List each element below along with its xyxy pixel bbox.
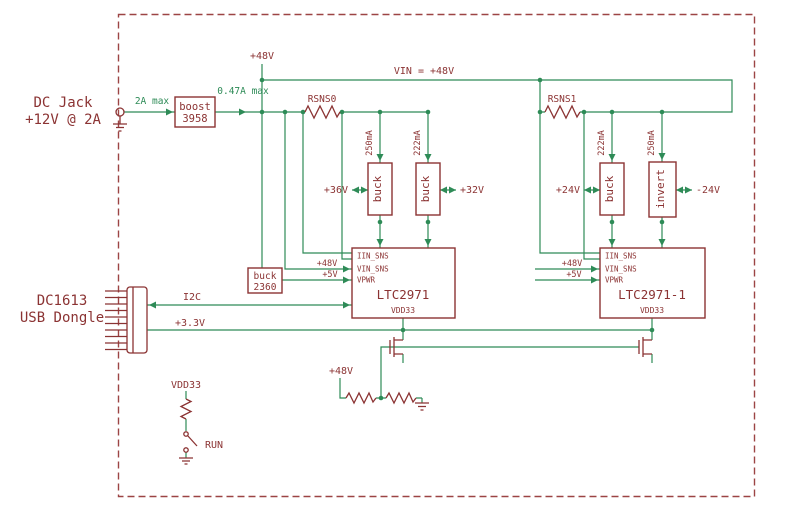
rail-3v3-label: +3.3V <box>175 318 205 329</box>
run-label: RUN <box>205 440 223 451</box>
junction-dots <box>259 77 665 401</box>
vin-rail-label: VIN = +48V <box>394 66 454 77</box>
boost-converter-box <box>174 96 216 128</box>
dongle-title-line1: DC1613 <box>37 293 88 309</box>
wire-stubs-right <box>535 268 600 281</box>
ltc2971-name: LTC2971 <box>377 287 430 302</box>
ltc2971-1-pin-iin-sns: IIN_SNS <box>605 252 637 261</box>
dc-jack-title-line2: +12V @ 2A <box>25 112 101 128</box>
bottom-48v-label: +48V <box>329 366 353 377</box>
rail-5v-stub-right: +5V <box>566 270 581 280</box>
out-32v-label: +32V <box>460 185 484 196</box>
aux-buck-part: 2360 <box>254 282 277 293</box>
ltc2971-pin-iin-sns: IIN_SNS <box>357 252 389 261</box>
rail-5v-stub-left: +5V <box>322 270 337 280</box>
ground-symbol <box>415 402 429 411</box>
ltc2971-1-name: LTC2971-1 <box>618 287 686 302</box>
ltc2971-1-pin-vpwr: VPWR <box>605 276 624 285</box>
mosfet-symbol-left <box>389 337 403 357</box>
rail-48v-flag: +48V <box>250 51 274 62</box>
ltc2971-vdd33-pin: VDD33 <box>391 306 415 315</box>
sense-resistor-rsns1 <box>544 104 581 120</box>
ltc2971-pin-vin-sns: VIN_SNS <box>357 265 389 274</box>
boost-name-label: boost <box>179 101 211 113</box>
buck-32v-box <box>415 162 441 216</box>
aux-buck-2360-box <box>247 267 283 294</box>
rsns0-label: RSNS0 <box>308 94 337 105</box>
dc-jack-symbol <box>113 107 127 132</box>
buck-24v-label: buck <box>603 175 616 202</box>
ltc2971-1-ic-box <box>599 247 706 319</box>
wire-comm-and-bottom <box>147 304 653 458</box>
current-222ma-right: 222mA <box>597 130 607 156</box>
ltc2971-1-pin-vin-sns: VIN_SNS <box>605 265 637 274</box>
invert-label: invert <box>654 169 667 209</box>
board-boundary <box>117 13 756 498</box>
current-250ma-left: 250mA <box>365 130 375 156</box>
i2c-bus-label: I2C <box>183 292 201 303</box>
wire-vin-rail <box>262 79 733 260</box>
rail-48v-stub-right: +48V <box>562 259 582 269</box>
invert-neg24v-box <box>648 161 677 218</box>
usb-dongle-connector <box>105 286 148 354</box>
ltc2971-ic-box <box>351 247 456 319</box>
labels: DC Jack +12V @ 2A 2A max boost 3958 0.47… <box>20 51 720 451</box>
boost-part-label: 3958 <box>182 113 207 125</box>
buck-32v-label: buck <box>419 175 432 202</box>
buck-24v-box <box>599 162 625 216</box>
out-neg24v-label: -24V <box>696 185 720 196</box>
vdd33-pullup-resistor <box>179 398 193 420</box>
current-250ma-right: 250mA <box>647 130 657 156</box>
dc-jack-title-line1: DC Jack <box>33 95 93 111</box>
ltc2971-pin-vpwr: VPWR <box>357 276 376 285</box>
input-current-annotation: 2A max <box>135 96 170 107</box>
mosfet-symbol-right <box>638 337 652 357</box>
bottom-vdd33-label: VDD33 <box>171 380 201 391</box>
rsns1-label: RSNS1 <box>548 94 577 105</box>
buck-36v-label: buck <box>371 175 384 202</box>
current-222ma-left: 222mA <box>413 130 423 156</box>
out-36v-label: +36V <box>324 185 348 196</box>
buck-36v-box <box>367 162 393 216</box>
boost-current-annotation: 0.47A max <box>217 86 269 97</box>
aux-buck-name: buck <box>254 271 277 282</box>
dongle-title-line2: USB Dongle <box>20 310 104 326</box>
ltc2971-1-vdd33-pin: VDD33 <box>640 306 664 315</box>
out-24v-label: +24V <box>556 185 580 196</box>
wire-converter-feeds <box>352 112 692 248</box>
sense-resistor-rsns0 <box>304 104 341 120</box>
divider-resistors <box>345 391 429 411</box>
wires <box>124 64 733 458</box>
wire-arrowheads <box>149 108 692 309</box>
rail-48v-stub-left: +48V <box>317 259 337 269</box>
ground-symbol <box>179 457 193 465</box>
run-switch-symbol <box>179 431 198 465</box>
wire-sense-and-stubs-left <box>282 112 352 281</box>
